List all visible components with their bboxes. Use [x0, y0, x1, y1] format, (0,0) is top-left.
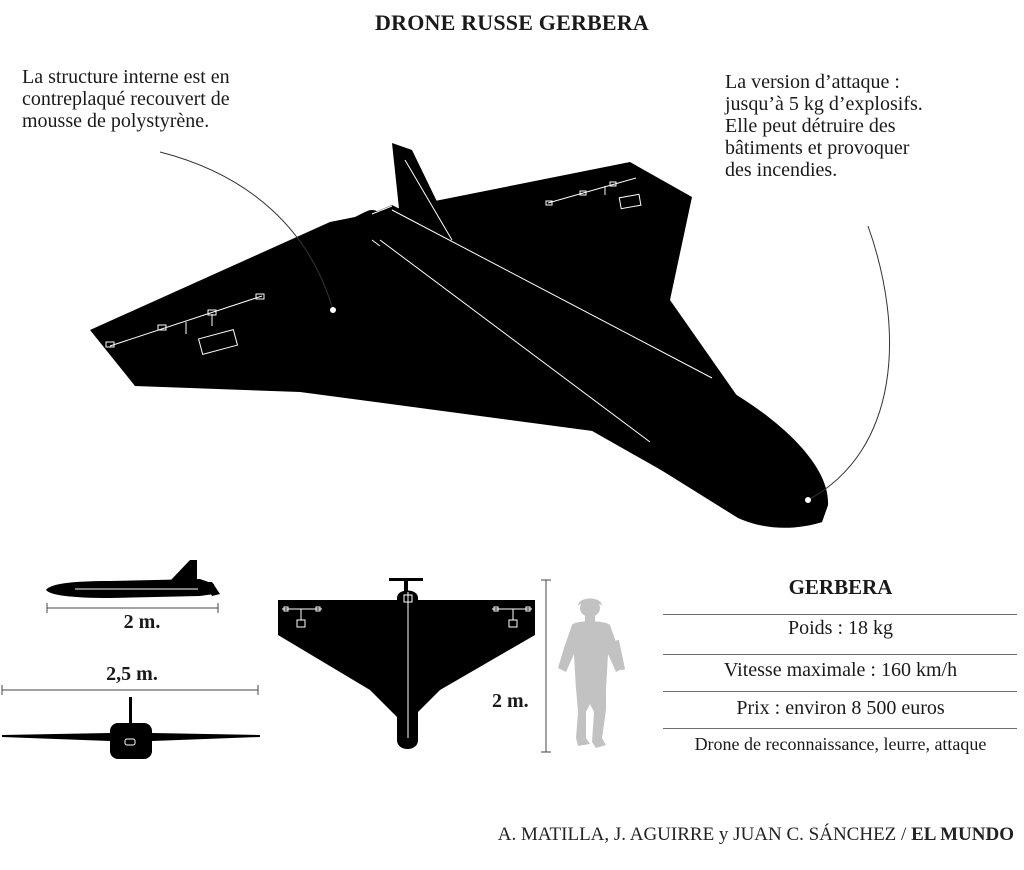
- credit-authors: A. MATILLA, J. AGUIRRE y JUAN C. SÁNCHEZ…: [497, 824, 907, 845]
- drone-side-view: [46, 560, 220, 598]
- credit-line: A. MATILLA, J. AGUIRRE y JUAN C. SÁNCHEZ…: [498, 824, 1014, 846]
- drone-front-view: [2, 697, 260, 759]
- annotation-attack-line: des incendies.: [725, 159, 838, 181]
- spec-divider: [663, 728, 1017, 729]
- annotation-structure-line: La structure interne est en: [22, 66, 230, 88]
- annotation-attack-line: Elle peut détruire des: [725, 115, 896, 137]
- spec-max-speed: Vitesse maximale : 160 km/h: [723, 659, 958, 681]
- annotation-structure-line: mousse de polystyrène.: [22, 110, 210, 132]
- dimension-label-side: 2 m.: [123, 611, 161, 633]
- spec-role: Drone de reconnaissance, leurre, attaque: [694, 734, 987, 754]
- spec-divider: [663, 691, 1017, 692]
- spec-divider: [663, 654, 1017, 655]
- dimension-line-wingspan: [1, 685, 259, 695]
- credit-outlet: EL MUNDO: [911, 824, 1014, 845]
- annotation-structure-line: contreplaqué recouvert de: [22, 88, 230, 110]
- dimension-label-length: 2 m.: [492, 690, 529, 712]
- spec-divider: [663, 614, 1017, 615]
- dimension-line-length: [541, 579, 551, 753]
- spec-price: Prix : environ 8 500 euros: [736, 697, 945, 719]
- annotation-attack-line: jusqu’à 5 kg d’explosifs.: [725, 93, 923, 115]
- page-title: DRONE RUSSE GERBERA: [375, 10, 649, 35]
- leader-dot-structure: [330, 307, 336, 313]
- drone-main-fuselage: [362, 205, 829, 527]
- leader-dot-attack: [805, 497, 811, 503]
- dimension-line-side: [46, 603, 219, 613]
- annotation-attack-line: bâtiments et provoquer: [725, 137, 910, 159]
- drone-main-engine: [358, 210, 386, 242]
- drone-main-view: [90, 143, 829, 528]
- annotation-attack: La version d’attaque : jusqu’à 5 kg d’ex…: [725, 71, 923, 181]
- soldier-silhouette: [558, 598, 626, 748]
- leader-line-attack: [807, 225, 891, 501]
- drone-top-view: [278, 578, 535, 749]
- dimension-label-wingspan: 2,5 m.: [106, 663, 158, 685]
- spec-weight: Poids : 18 kg: [787, 617, 894, 639]
- drone-main-propeller: [320, 212, 372, 244]
- annotation-structure: La structure interne est en contreplaqué…: [22, 66, 230, 132]
- leader-line-structure: [159, 151, 334, 311]
- annotation-attack-line: La version d’attaque :: [725, 71, 900, 93]
- spec-heading: GERBERA: [788, 575, 893, 599]
